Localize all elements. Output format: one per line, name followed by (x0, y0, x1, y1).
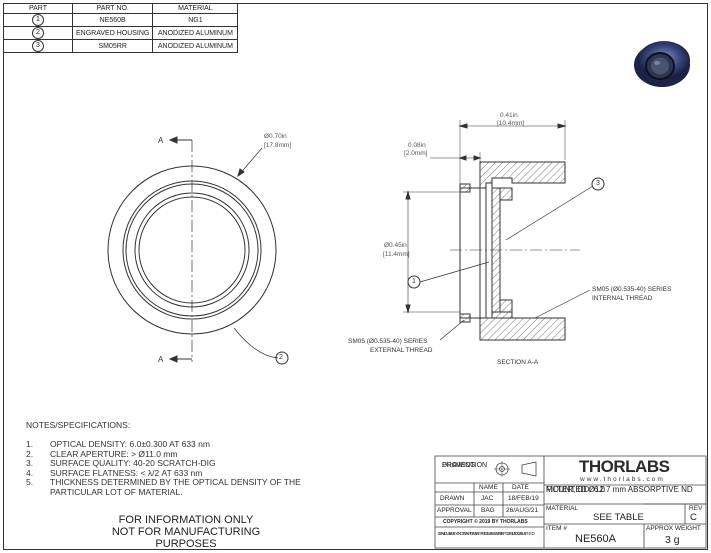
rev-value: C (690, 512, 697, 523)
callout-3: 3 (596, 180, 600, 187)
table-row: 3 SM05RR ANODIZED ALUMINUM (3, 39, 239, 53)
material-label: MATERIAL (546, 505, 579, 512)
item-label: ITEM # (546, 525, 567, 532)
aperture-dimension: Ø0.45in (384, 242, 407, 249)
internal-thread-label-1: SM05 (Ø0.535-40) SERIES (592, 286, 672, 293)
list-item: 3.SURFACE QUALITY: 40-20 SCRATCH-DIG (26, 458, 216, 468)
external-thread-label-2: EXTERNAL THREAD (370, 347, 433, 354)
notes-list: 1.OPTICAL DENSITY: 6.0±0.300 AT 633 nm 2… (26, 439, 320, 497)
section-title: SECTION A-A (497, 359, 539, 366)
list-item: 1.OPTICAL DENSITY: 6.0±0.300 AT 633 nm (26, 439, 210, 449)
material-cell: ANODIZED ALUMINUM (152, 39, 239, 53)
disclaimer: FOR INFORMATION ONLY NOT FOR MANUFACTURI… (96, 514, 276, 550)
section-mark-top: A (158, 136, 164, 145)
drawing-border (3, 3, 708, 550)
drawn-date: 18/FEB/19 (508, 495, 539, 502)
website: www.thorlabs.com (580, 476, 665, 483)
approval-date: 26/AUG/21 (506, 507, 539, 514)
copyright: COPYRIGHT © 2019 BY THORLABS (443, 519, 528, 525)
weight-value: 3 g (665, 534, 680, 546)
parts-table: PART PART NO. MATERIAL 1 NE560B NG1 2 EN… (3, 3, 239, 53)
section-view (403, 120, 605, 341)
list-item: 4.SURFACE FLATNESS: < λ/2 AT 633 nm (26, 467, 203, 478)
od-dimension: Ø0.70in (264, 133, 287, 140)
product-render-image (634, 41, 690, 87)
internal-thread-label-2: INTERNAL THREAD (592, 295, 653, 302)
title-block: DRAWING PROJECTION NAME DATE DRAWN JAC 1… (437, 457, 703, 546)
notes-section: NOTES/SPECIFICATIONS: 1.OPTICAL DENSITY:… (26, 420, 320, 497)
item-value: NE560A (575, 533, 616, 545)
disclaimer-line-2: NOT FOR MANUFACTURING PURPOSES (111, 526, 261, 550)
section-mark-bottom: A (158, 355, 164, 364)
approval-name: BAG (481, 507, 495, 514)
approval-label: APPROVAL (437, 507, 472, 514)
part-number-badge: 2 (32, 27, 44, 39)
callout-1: 1 (412, 278, 416, 285)
front-view (107, 136, 289, 365)
aperture-dimension-mm: [11.4mm] (383, 251, 410, 258)
list-item: 2.CLEAR APERTURE: > Ø11.0 mm (26, 448, 178, 459)
disclaimer-line-1: FOR INFORMATION ONLY (118, 514, 254, 526)
part-no-cell: SM05RR (71, 39, 154, 53)
part-number-badge: 3 (32, 40, 44, 52)
thread-depth-dimension: 0.08in (408, 142, 426, 149)
notes-title: NOTES/SPECIFICATIONS: (26, 420, 131, 430)
thorlabs-logo: THORLABS (579, 457, 670, 476)
list-item: 5.THICKNESS DETERMINED BY THE OPTICAL DE… (26, 477, 301, 497)
material-value: SEE TABLE (593, 512, 644, 523)
drawn-label: DRAWN (440, 495, 465, 502)
date-header: DATE (512, 484, 529, 491)
rev-label: REV (689, 505, 703, 512)
length-dimension-mm: [10.4mm] (497, 120, 525, 127)
external-thread-label-1: SM05 (Ø0.535-40) SERIES (348, 338, 428, 345)
title-block-frame (434, 455, 707, 549)
od-dimension-mm: [17.8mm] (264, 142, 292, 149)
table-row: 1 NE560B NG1 (3, 13, 239, 27)
weight-label: APPROX WEIGHT (646, 525, 701, 532)
drawn-name: JAC (481, 495, 494, 502)
callout-2: 2 (279, 354, 283, 361)
name-header: NAME (479, 484, 498, 491)
table-row: 2 ENGRAVED HOUSING ANODIZED ALUMINUM (3, 26, 239, 40)
length-dimension: 0.41in (500, 112, 518, 119)
thread-depth-dimension-mm: [2.0mm] (404, 150, 428, 157)
part-number-badge: 1 (32, 14, 44, 26)
